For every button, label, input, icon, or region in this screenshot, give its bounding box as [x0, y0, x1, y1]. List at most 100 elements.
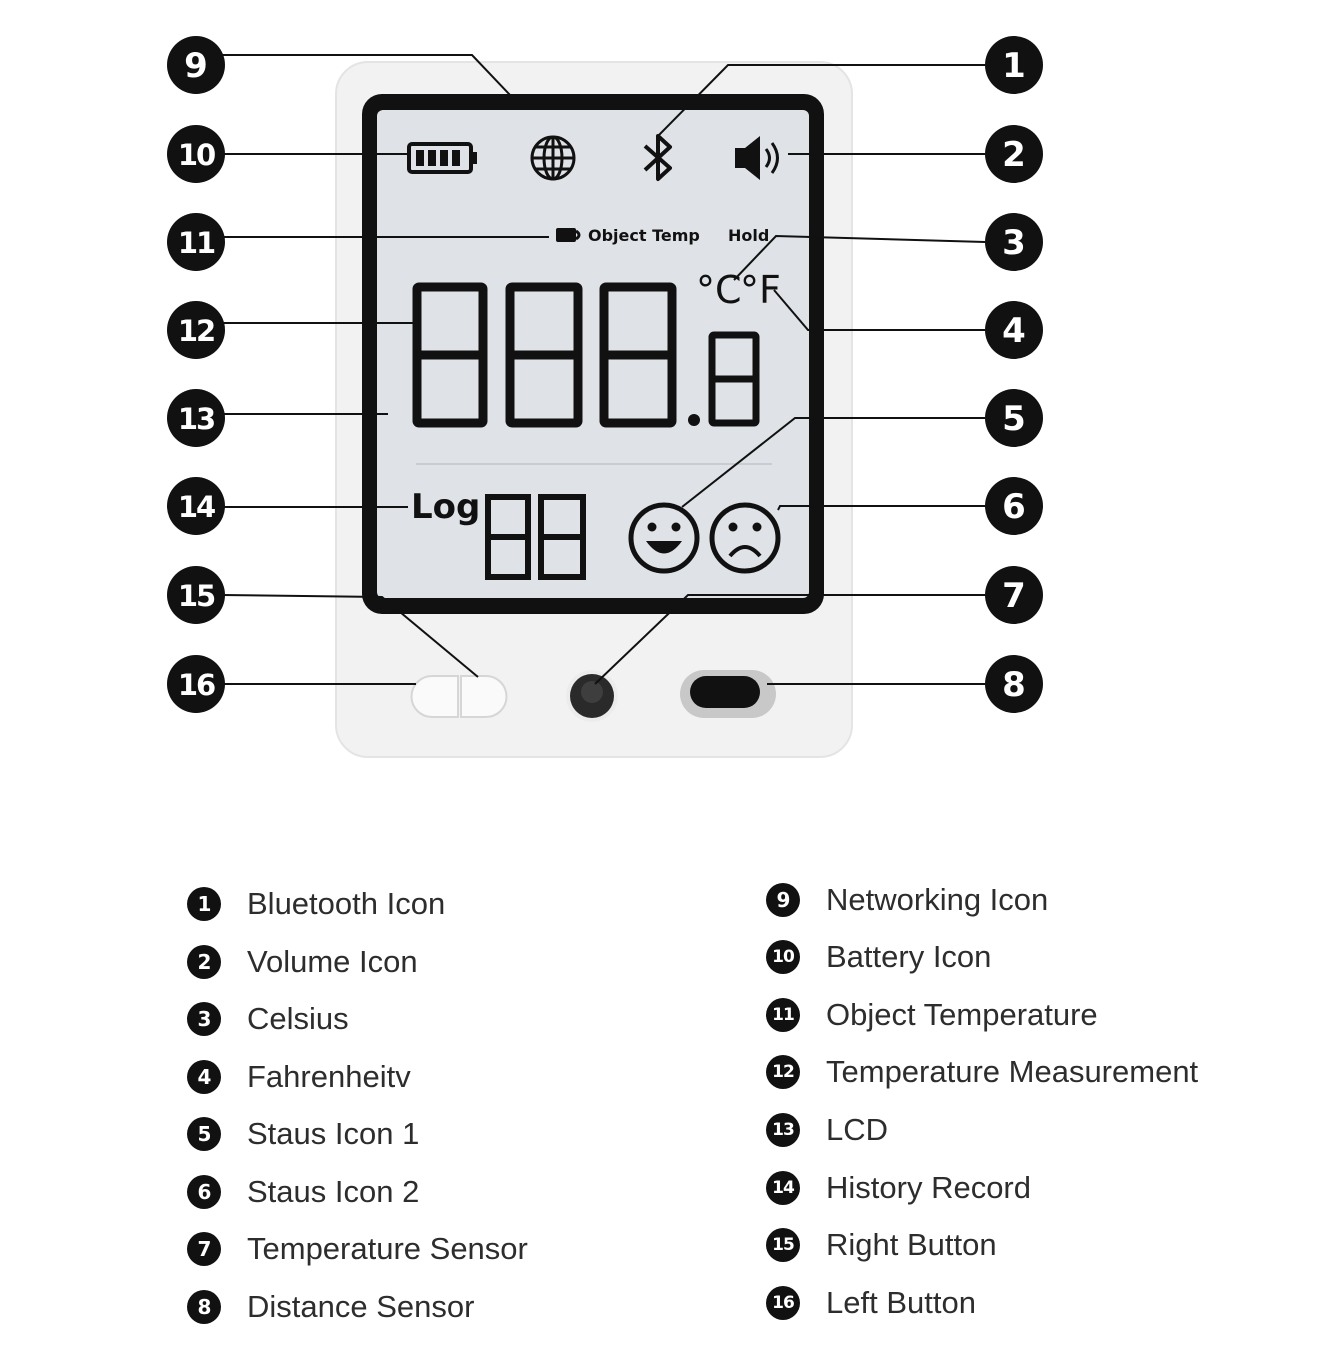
callout-7: 7 [985, 566, 1043, 624]
legend-item-9: 9 Networking Icon [766, 880, 1048, 920]
legend-item-12: 12 Temperature Measurement [766, 1052, 1198, 1092]
object-temp-label: Object Temp [588, 226, 700, 245]
legend-badge: 15 [766, 1228, 800, 1262]
cup-icon [556, 228, 581, 242]
legend-label: History Record [826, 1170, 1031, 1205]
leader-lines [221, 54, 986, 685]
legend-label: Staus Icon 1 [247, 1116, 420, 1151]
log-digits [485, 494, 586, 580]
callout-13: 13 [167, 389, 225, 447]
callout-15: 15 [167, 566, 225, 624]
legend-label: Temperature Sensor [247, 1231, 528, 1266]
left-right-buttons[interactable] [410, 675, 508, 718]
device-diagram: Object Temp Hold °C °F Log [167, 36, 1043, 758]
legend-item-11: 11 Object Temperature [766, 995, 1098, 1035]
legend-badge: 2 [187, 945, 221, 979]
lcd-screen [377, 110, 809, 598]
callout-14: 14 [167, 477, 225, 535]
svg-text:2: 2 [1002, 135, 1026, 175]
legend-label: Object Temperature [826, 997, 1098, 1032]
temperature-sensor [566, 670, 618, 722]
svg-text:12: 12 [178, 314, 214, 348]
legend-badge: 14 [766, 1171, 800, 1205]
distance-sensor [680, 670, 776, 718]
svg-text:15: 15 [178, 579, 215, 613]
callout-5: 5 [985, 389, 1043, 447]
legend-badge: 10 [766, 940, 800, 974]
legend-badge: 7 [187, 1232, 221, 1266]
temperature-digits [412, 282, 760, 428]
callout-8: 8 [985, 655, 1043, 713]
legend-item-16: 16 Left Button [766, 1283, 976, 1323]
callout-6: 6 [985, 477, 1043, 535]
legend-badge: 6 [187, 1175, 221, 1209]
legend-label: Distance Sensor [247, 1289, 475, 1324]
legend-badge: 13 [766, 1113, 800, 1147]
legend-item-7: 7 Temperature Sensor [187, 1229, 528, 1269]
legend-label: LCD [826, 1112, 889, 1147]
legend-item-2: 2 Volume Icon [187, 942, 418, 982]
svg-text:14: 14 [178, 490, 215, 524]
callout-badges: 1 2 3 4 5 6 7 8 9 10 11 12 13 14 15 16 [167, 36, 1043, 713]
svg-text:11: 11 [178, 226, 215, 260]
legend-item-5: 5 Staus Icon 1 [187, 1114, 419, 1154]
legend-label: Right Button [826, 1227, 997, 1262]
legend-item-8: 8 Distance Sensor [187, 1287, 474, 1327]
callout-1: 1 [985, 36, 1043, 94]
callout-2: 2 [985, 125, 1043, 183]
legend-item-3: 3 Celsius [187, 999, 349, 1039]
happy-face-icon [628, 502, 700, 574]
legend-badge: 3 [187, 1002, 221, 1036]
callout-12: 12 [167, 301, 225, 359]
callout-11: 11 [167, 213, 225, 271]
legend-badge: 8 [187, 1290, 221, 1324]
legend-badge: 12 [766, 1055, 800, 1089]
legend-label: Bluetooth Icon [247, 886, 446, 921]
celsius-symbol: °C [696, 268, 742, 312]
svg-text:4: 4 [1002, 311, 1026, 351]
legend-item-14: 14 History Record [766, 1168, 1031, 1208]
callout-9: 9 [167, 36, 225, 94]
legend-label: Battery Icon [826, 939, 992, 974]
svg-text:16: 16 [178, 668, 215, 702]
legend-item-1: 1 Bluetooth Icon [187, 884, 445, 924]
svg-text:13: 13 [178, 402, 214, 436]
legend-item-13: 13 LCD [766, 1110, 888, 1150]
log-label: Log [411, 487, 480, 527]
legend-badge: 1 [187, 887, 221, 921]
svg-text:6: 6 [1002, 487, 1026, 527]
legend-badge: 16 [766, 1286, 800, 1320]
svg-text:3: 3 [1002, 223, 1026, 263]
legend-item-10: 10 Battery Icon [766, 937, 991, 977]
legend-badge: 4 [187, 1060, 221, 1094]
legend-item-4: 4 Fahrenheitv [187, 1057, 411, 1097]
callout-16: 16 [167, 655, 225, 713]
legend-badge: 5 [187, 1117, 221, 1151]
svg-text:1: 1 [1002, 46, 1026, 86]
decimal-point [688, 414, 700, 426]
legend-label: Fahrenheitv [247, 1059, 411, 1094]
svg-text:10: 10 [178, 138, 215, 172]
globe-icon [530, 135, 576, 181]
legend-label: Networking Icon [826, 882, 1049, 917]
sad-face-icon [709, 502, 781, 574]
legend-label: Left Button [826, 1285, 976, 1320]
callout-3: 3 [985, 213, 1043, 271]
svg-text:8: 8 [1002, 665, 1026, 705]
legend-label: Volume Icon [247, 944, 418, 979]
legend-item-15: 15 Right Button [766, 1225, 997, 1265]
legend-label: Staus Icon 2 [247, 1174, 420, 1209]
legend-badge: 11 [766, 998, 800, 1032]
hold-label: Hold [728, 226, 769, 245]
legend-item-6: 6 Staus Icon 2 [187, 1172, 419, 1212]
svg-text:7: 7 [1002, 576, 1026, 616]
bluetooth-icon [643, 134, 672, 181]
legend-label: Temperature Measurement [826, 1054, 1199, 1089]
callout-10: 10 [167, 125, 225, 183]
callout-4: 4 [985, 301, 1043, 359]
legend-badge: 9 [766, 883, 800, 917]
speaker-icon [735, 136, 779, 180]
battery-icon [407, 142, 477, 174]
legend-label: Celsius [247, 1001, 349, 1036]
svg-text:9: 9 [184, 46, 208, 86]
